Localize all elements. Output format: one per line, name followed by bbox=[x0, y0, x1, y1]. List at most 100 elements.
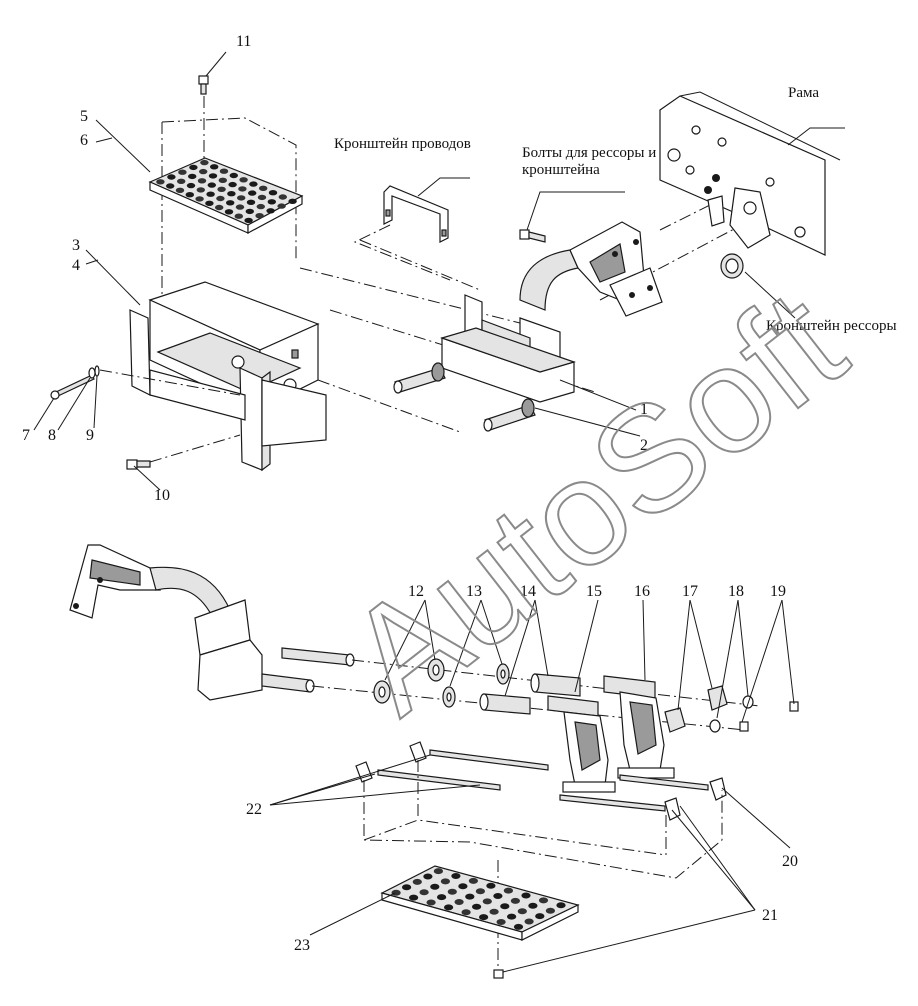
grate-hole bbox=[215, 204, 224, 211]
grate-hole bbox=[156, 179, 165, 185]
grate-hole bbox=[419, 889, 429, 896]
hanger-15 bbox=[547, 695, 616, 793]
grate-hole bbox=[486, 882, 496, 889]
grate-hole bbox=[409, 894, 419, 901]
grate-hole bbox=[166, 183, 175, 189]
bolt-10 bbox=[126, 459, 151, 470]
grate-hole bbox=[451, 873, 461, 879]
washer-18 bbox=[709, 695, 754, 733]
grate-hole bbox=[267, 199, 276, 205]
callout-17: 17 bbox=[682, 583, 698, 600]
grate-hole bbox=[507, 913, 517, 920]
grate-hole bbox=[489, 908, 499, 915]
callout-10: 10 bbox=[154, 487, 170, 504]
grate-hole bbox=[186, 182, 196, 189]
grate-hole bbox=[268, 190, 278, 196]
grate-hole bbox=[277, 203, 286, 209]
grate-hole bbox=[412, 878, 422, 885]
callout-16: 16 bbox=[634, 583, 650, 600]
grate-hole bbox=[167, 174, 176, 180]
grate-hole bbox=[391, 889, 401, 896]
grate-hole bbox=[237, 195, 246, 201]
grate-hole bbox=[227, 191, 236, 197]
label-frame: Рама bbox=[788, 85, 819, 101]
spring-bolt bbox=[519, 229, 546, 243]
grate-hole bbox=[556, 902, 566, 909]
grate-hole bbox=[433, 868, 443, 875]
grate-hole bbox=[197, 178, 207, 184]
frame-rail bbox=[659, 91, 841, 256]
callout-15: 15 bbox=[586, 583, 602, 600]
grate-hole bbox=[468, 877, 478, 884]
grate-hole bbox=[402, 884, 412, 891]
grate-hole bbox=[266, 208, 275, 214]
bushing-12 bbox=[373, 658, 445, 704]
callout-23: 23 bbox=[294, 937, 310, 954]
grate-hole bbox=[430, 883, 440, 890]
grate-hole bbox=[177, 178, 186, 184]
callout-2: 2 bbox=[640, 437, 648, 454]
grate-hole bbox=[218, 177, 227, 183]
grate-hole bbox=[189, 164, 198, 171]
grate-hole bbox=[235, 204, 245, 210]
grate-hole bbox=[458, 883, 468, 890]
rubber-bumper-17 bbox=[664, 685, 728, 733]
grate-hole bbox=[207, 182, 216, 188]
grate-hole bbox=[256, 203, 265, 210]
grate-hole bbox=[239, 177, 248, 183]
leader-lines bbox=[33, 51, 795, 973]
grate-hole bbox=[246, 199, 256, 205]
washer-9 bbox=[94, 365, 100, 377]
bolt-7 bbox=[50, 374, 95, 400]
grate-hole bbox=[255, 213, 264, 219]
callout-19: 19 bbox=[770, 583, 786, 600]
grate-hole bbox=[503, 887, 513, 894]
grate-hole bbox=[278, 194, 287, 200]
grate-hole bbox=[224, 209, 234, 215]
grate-hole bbox=[447, 888, 457, 895]
grate-hole bbox=[206, 191, 215, 197]
grate-hole bbox=[538, 897, 549, 904]
wire-bracket bbox=[383, 185, 449, 243]
callout-6: 6 bbox=[80, 132, 88, 149]
grate-hole bbox=[437, 894, 447, 901]
callout-3: 3 bbox=[72, 237, 80, 254]
grate-hole bbox=[545, 907, 556, 914]
grate-hole bbox=[248, 190, 257, 196]
hanger-16 bbox=[603, 675, 675, 779]
callout-18: 18 bbox=[728, 583, 744, 600]
grate-hole bbox=[245, 208, 254, 215]
grate-hole bbox=[188, 173, 197, 180]
callout-11: 11 bbox=[236, 33, 251, 50]
grate-hole bbox=[196, 187, 205, 193]
callout-8: 8 bbox=[48, 427, 56, 444]
label-wire-bracket: Кронштейн проводов bbox=[334, 136, 471, 152]
washer-13 bbox=[442, 663, 510, 708]
callout-12: 12 bbox=[408, 583, 424, 600]
watermark: AutoSoft bbox=[316, 258, 873, 745]
bushing-14 bbox=[479, 673, 581, 715]
grate-hole bbox=[288, 198, 297, 204]
grate-hole bbox=[244, 217, 253, 224]
grate-hole bbox=[440, 878, 450, 885]
grate-hole bbox=[521, 892, 531, 899]
grate-hole bbox=[472, 903, 482, 910]
clamp-20 bbox=[709, 777, 727, 801]
grate-hole bbox=[496, 919, 506, 925]
grate-hole bbox=[444, 904, 454, 911]
grate-hole bbox=[454, 899, 464, 905]
grate-hole bbox=[229, 172, 238, 179]
grate-hole bbox=[259, 185, 268, 191]
bolt-11 bbox=[198, 75, 209, 95]
callout-14: 14 bbox=[520, 583, 536, 600]
grate-hole bbox=[524, 918, 534, 925]
grate-hole bbox=[528, 902, 538, 909]
grate-hole bbox=[493, 893, 503, 899]
grate-hole bbox=[210, 164, 219, 170]
grate-hole bbox=[208, 173, 218, 179]
grate-hole bbox=[216, 195, 225, 202]
grate-hole bbox=[200, 159, 209, 166]
grate-hole bbox=[205, 200, 214, 206]
bolt-bottom bbox=[493, 969, 504, 979]
